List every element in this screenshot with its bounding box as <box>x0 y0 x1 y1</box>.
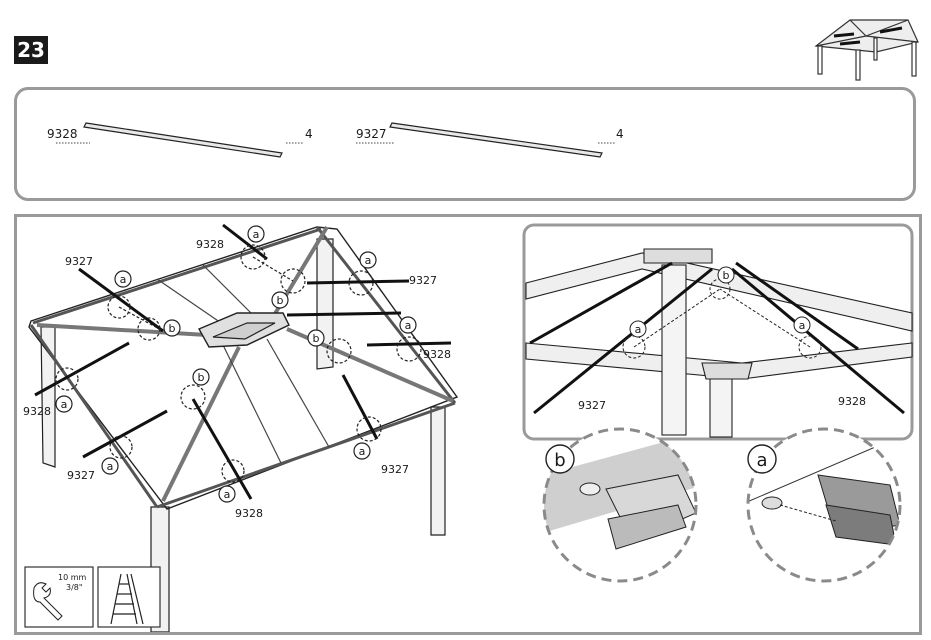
gazebo-thumbnail-icon <box>814 19 919 81</box>
wrench-size-imperial: 3/8" <box>66 583 83 592</box>
part-label-9328-4: 9328 <box>235 507 263 520</box>
part-label-9328-1: 9328 <box>196 238 224 251</box>
rod-9328-icon <box>83 122 283 158</box>
detail-label-9327: 9327 <box>578 399 606 412</box>
rod-9327-icon <box>389 122 603 158</box>
part-qty-9328: 4 <box>305 127 313 141</box>
part-qty-9327: 4 <box>616 127 624 141</box>
part-label-9328-2: 9328 <box>423 348 451 361</box>
callout-a-6: a <box>107 460 114 473</box>
callout-b-4: b <box>198 371 205 384</box>
part-label-9327-1: 9327 <box>65 255 93 268</box>
callout-b-2: b <box>277 294 284 307</box>
detail-callout-b: b <box>723 269 730 282</box>
detail-callout-a-2: a <box>799 319 806 332</box>
detail-view-panel: b a a 9327 9328 <box>522 223 914 441</box>
callout-b-3: b <box>313 332 320 345</box>
callout-a-7: a <box>224 488 231 501</box>
callout-a-1: a <box>120 273 127 286</box>
wrench-tool-box: 10 mm 3/8" <box>24 566 94 628</box>
ladder-icon <box>110 573 144 625</box>
callout-a-2: a <box>253 228 260 241</box>
step-number: 23 <box>17 38 45 62</box>
part-label-9327-2: 9327 <box>409 274 437 287</box>
zoom-b-label: b <box>554 450 565 471</box>
main-assembly-panel <box>14 214 922 635</box>
part-code-9328: 9328 <box>47 127 78 141</box>
callout-a-5: a <box>61 398 68 411</box>
part-code-9327: 9327 <box>356 127 387 141</box>
callout-b-1: b <box>169 322 176 335</box>
callout-a-8: a <box>359 445 366 458</box>
zoom-detail-a: a <box>746 427 902 583</box>
part-label-9327-3: 9327 <box>67 469 95 482</box>
callout-a-3: a <box>365 254 372 267</box>
parts-illustration <box>56 122 616 158</box>
detail-callout-a-1: a <box>635 323 642 336</box>
ladder-tool-box <box>97 566 161 628</box>
detail-label-9328: 9328 <box>838 395 866 408</box>
callout-a-4: a <box>405 319 412 332</box>
step-number-badge: 23 <box>14 36 48 64</box>
part-label-9328-3: 9328 <box>23 405 51 418</box>
parts-panel <box>14 87 916 201</box>
wrench-size-metric: 10 mm <box>58 573 87 582</box>
zoom-detail-b: b <box>542 427 698 583</box>
part-label-9327-4: 9327 <box>381 463 409 476</box>
zoom-a-label: a <box>756 450 767 471</box>
roof-assembly-illustration: a b a b a a b a a b a a 9327 9328 9327 9… <box>23 223 459 632</box>
